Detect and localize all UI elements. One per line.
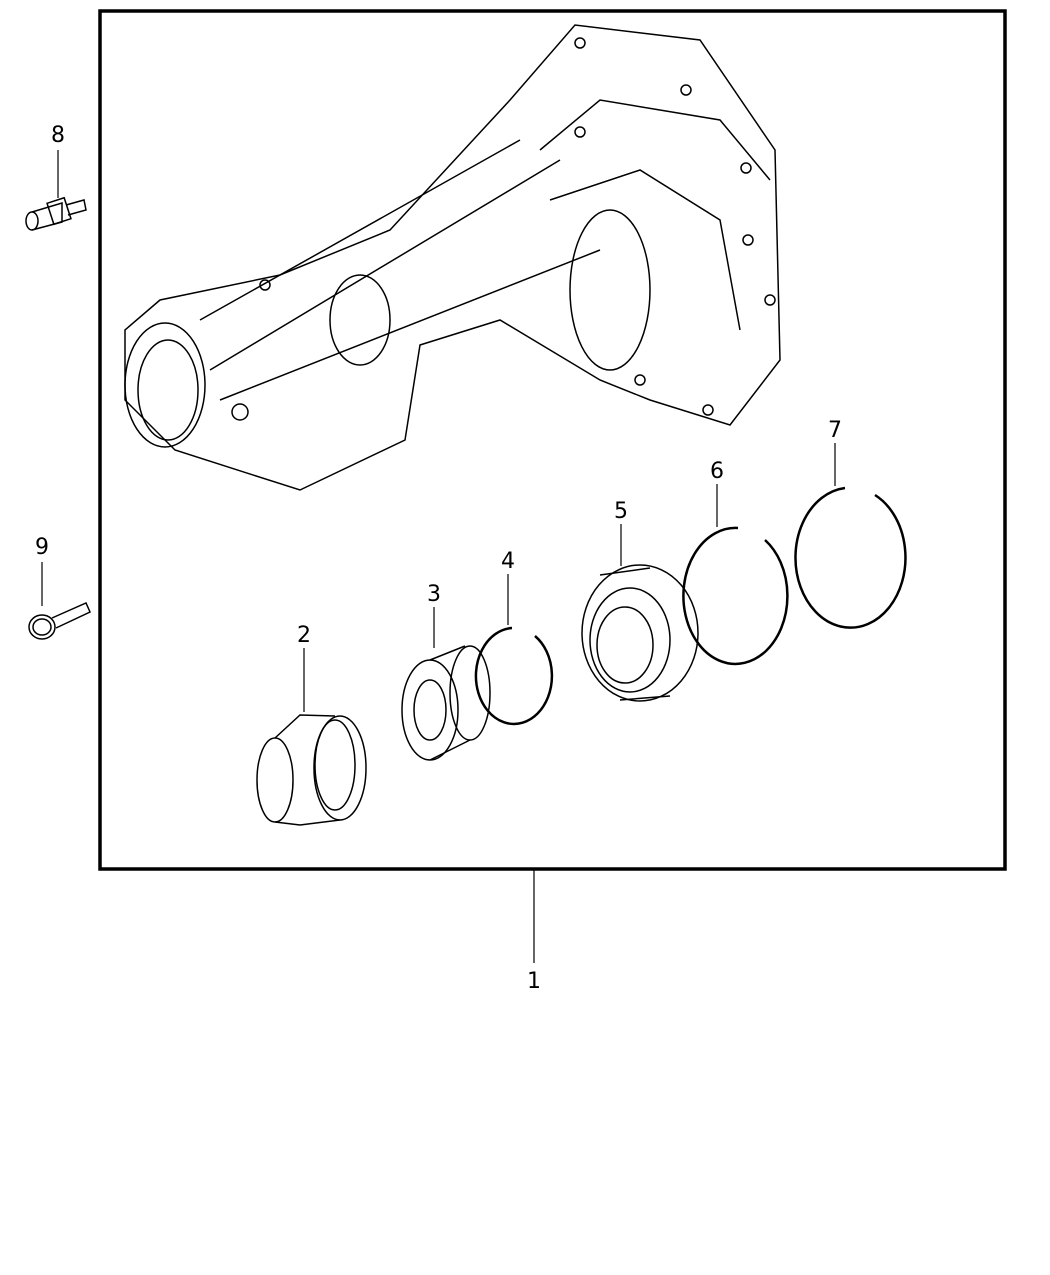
seal-item-2 bbox=[256, 714, 367, 826]
snap-ring-item-4 bbox=[474, 626, 554, 726]
bearing-item-3 bbox=[401, 645, 491, 761]
snap-ring-item-7 bbox=[794, 486, 907, 629]
leader-lines bbox=[41, 150, 836, 963]
bearing-item-5 bbox=[581, 564, 699, 702]
extension-housing bbox=[124, 24, 781, 491]
bolt-item-9 bbox=[28, 602, 91, 640]
callout-2: 2 bbox=[297, 623, 311, 648]
callout-1: 1 bbox=[527, 969, 541, 994]
bolt-item-8 bbox=[25, 196, 87, 231]
assembly-box bbox=[98, 9, 1007, 871]
callout-6: 6 bbox=[710, 459, 724, 484]
callout-7: 7 bbox=[828, 418, 842, 443]
callout-4: 4 bbox=[501, 549, 515, 574]
snap-ring-item-6 bbox=[682, 526, 789, 666]
callout-3: 3 bbox=[427, 582, 441, 607]
callout-5: 5 bbox=[614, 499, 628, 524]
callout-9: 9 bbox=[35, 535, 49, 560]
callout-8: 8 bbox=[51, 123, 65, 148]
